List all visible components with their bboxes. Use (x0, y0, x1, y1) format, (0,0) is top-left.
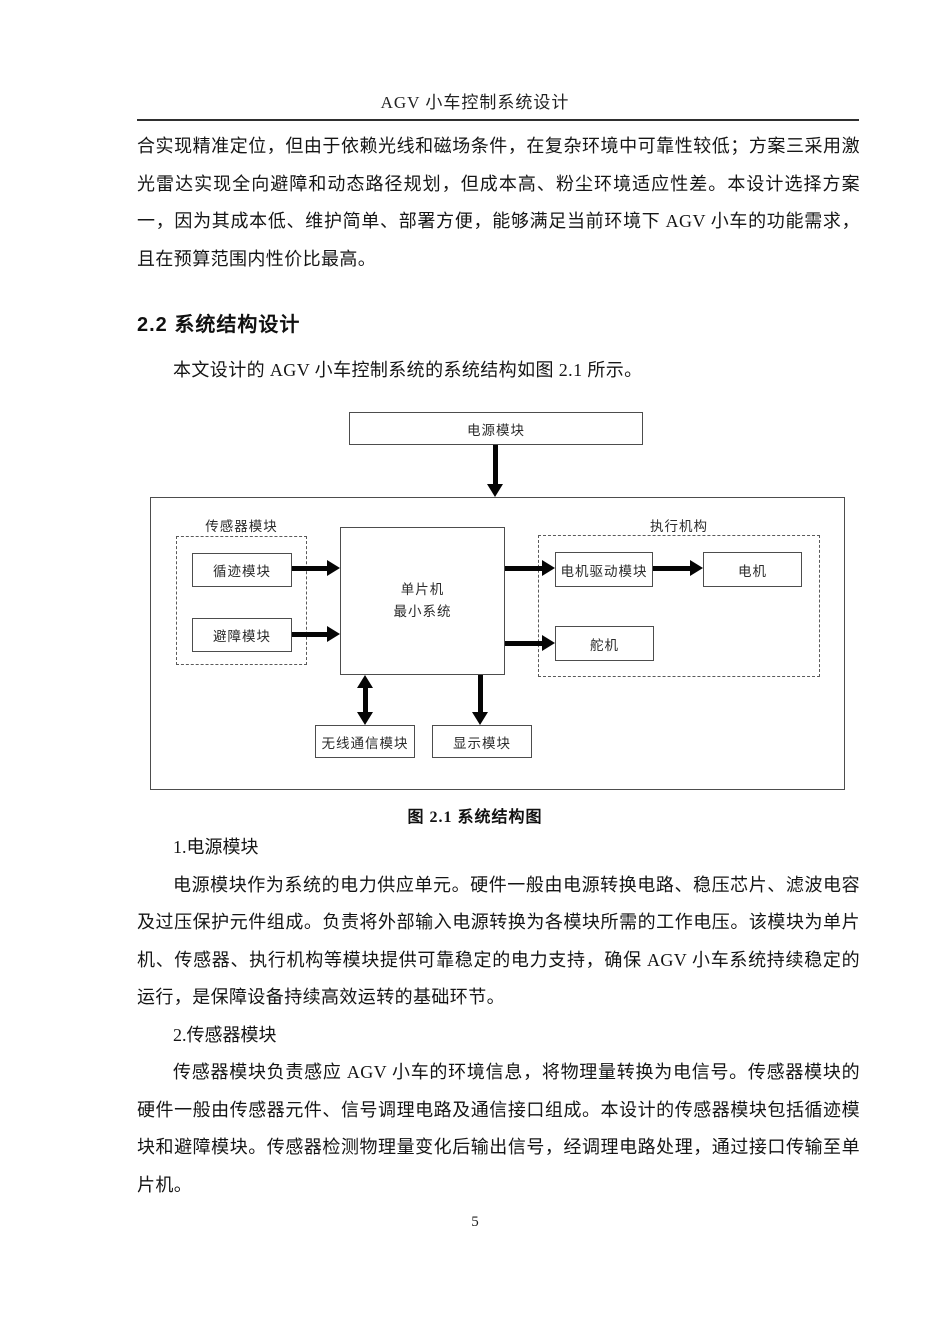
arrow-mcu-wireless-bidirectional (357, 675, 373, 725)
arrow-stem (653, 565, 690, 571)
intro-paragraph: 合实现精准定位，但由于依赖光线和磁场条件，在复杂环境中可靠性较低；方案三采用激光… (137, 136, 860, 269)
diagram-node-power: 电源模块 (349, 412, 643, 445)
page-number: 5 (471, 1214, 479, 1230)
arrow-head-down-icon (472, 712, 488, 725)
wireless-label: 无线通信模块 (321, 735, 409, 751)
arrow-power-to-system (487, 445, 503, 497)
diagram-node-line-tracking: 循迹模块 (192, 553, 292, 587)
arrow-head-right-icon (690, 560, 703, 576)
diagram-node-power-label: 电源模块 (467, 422, 525, 438)
diagram-node-display: 显示模块 (432, 725, 532, 758)
arrow-stem (362, 688, 368, 712)
lead-paragraph: 本文设计的 AGV 小车控制系统的系统结构如图 2.1 所示。 (173, 360, 643, 380)
arrow-stem (292, 631, 327, 637)
motor-driver-label: 电机驱动模块 (560, 563, 648, 579)
section-heading: 2.2 系统结构设计 (137, 314, 301, 336)
arrow-mcu-to-display (472, 675, 488, 725)
arrow-head-up-icon (357, 675, 373, 688)
arrow-line-tracking-to-mcu (292, 560, 340, 576)
item1-paragraph: 电源模块作为系统的电力供应单元。硬件一般由电源转换电路、稳压芯片、滤波电容及过压… (137, 874, 860, 1008)
display-label: 显示模块 (453, 735, 511, 751)
actuator-group-dashed-box (538, 535, 820, 677)
arrow-head-down-icon (357, 712, 373, 725)
actuator-group-label: 执行机构 (650, 519, 708, 534)
arrow-stem (492, 445, 498, 484)
arrow-mcu-to-motor-driver (505, 560, 555, 576)
diagram-node-wireless: 无线通信模块 (315, 725, 415, 758)
arrow-obstacle-to-mcu (292, 626, 340, 642)
motor-label: 电机 (738, 563, 767, 579)
sensor-group-label: 传感器模块 (205, 519, 278, 534)
diagram-node-servo: 舵机 (555, 626, 654, 661)
mcu-label-line2: 最小系统 (393, 604, 452, 619)
mcu-label-line1: 单片机 (400, 582, 445, 597)
intro-paragraph-block: 合实现精准定位，但由于依赖光线和磁场条件，在复杂环境中可靠性较低；方案三采用激光… (137, 128, 860, 278)
header-divider (137, 119, 859, 121)
arrow-head-right-icon (542, 560, 555, 576)
diagram-node-obstacle-avoidance: 避障模块 (192, 618, 292, 652)
diagram-node-mcu: 单片机 最小系统 (340, 527, 505, 675)
item1-heading: 1.电源模块 (173, 837, 259, 857)
arrow-head-right-icon (542, 635, 555, 651)
line-tracking-label: 循迹模块 (213, 564, 271, 579)
arrow-stem (477, 675, 483, 712)
arrow-head-down-icon (487, 484, 503, 497)
arrow-mcu-to-servo (505, 635, 555, 651)
obstacle-avoidance-label: 避障模块 (213, 629, 271, 644)
system-structure-diagram: 电源模块 传感器模块 循迹模块 避障模块 单片机 最小系统 执行机构 电机驱动模… (0, 405, 950, 795)
arrow-head-right-icon (327, 626, 340, 642)
diagram-system-boundary (150, 497, 845, 790)
arrow-stem (505, 565, 542, 571)
item2-paragraph: 传感器模块负责感应 AGV 小车的环境信息，将物理量转换为电信号。传感器模块的硬… (137, 1062, 860, 1195)
arrow-stem (505, 640, 542, 646)
diagram-node-motor: 电机 (703, 552, 802, 587)
module-descriptions-block: 1.电源模块 电源模块作为系统的电力供应单元。硬件一般由电源转换电路、稳压芯片、… (137, 829, 860, 1204)
item2-heading: 2.传感器模块 (173, 1024, 277, 1045)
lead-paragraph-block: 本文设计的 AGV 小车控制系统的系统结构如图 2.1 所示。 (137, 352, 860, 390)
figure-caption: 图 2.1 系统结构图 (407, 809, 543, 826)
arrow-stem (292, 565, 327, 571)
arrow-head-right-icon (327, 560, 340, 576)
arrow-motor-driver-to-motor (653, 560, 703, 576)
servo-label: 舵机 (590, 637, 619, 653)
diagram-node-motor-driver: 电机驱动模块 (555, 552, 653, 587)
page-header-title: AGV 小车控制系统设计 (380, 93, 570, 112)
sensor-group-dashed-box (176, 536, 307, 665)
